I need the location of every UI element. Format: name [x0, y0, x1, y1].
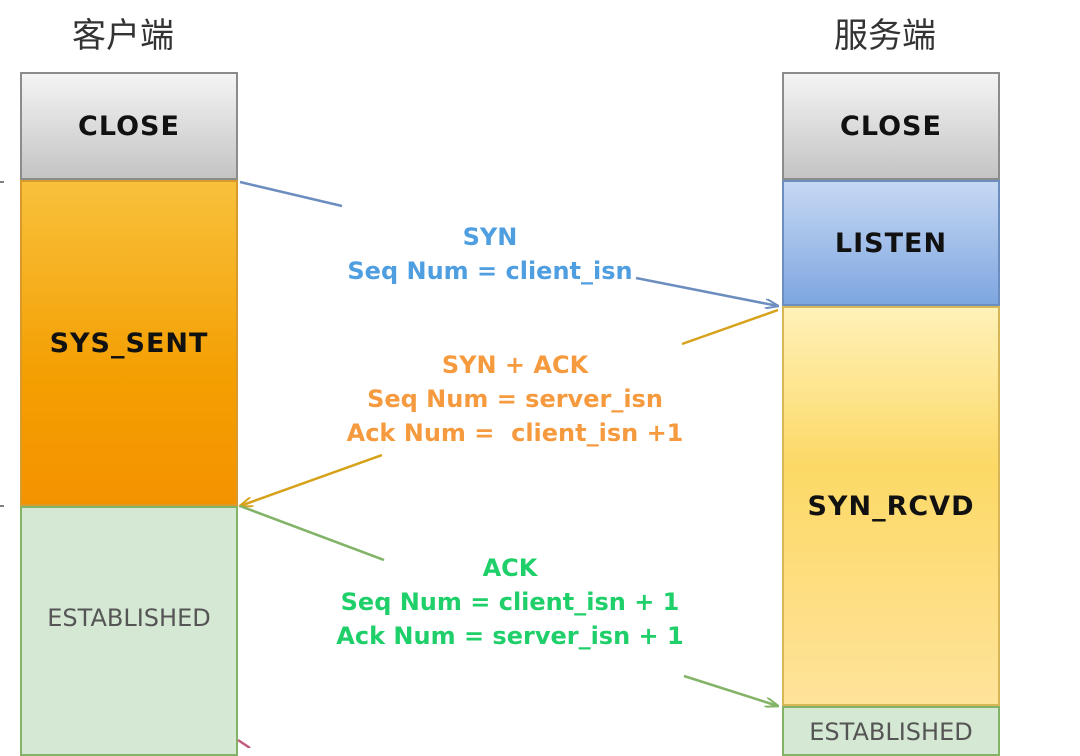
server-state-listen-label: LISTEN [834, 227, 948, 259]
syn-message-line2: Seq Num = client_isn [347, 257, 633, 285]
synack-arrow-head [240, 453, 383, 506]
ack-message-line3: Ack Num = server_isn + 1 [336, 622, 684, 650]
server-state-close: CLOSE [782, 72, 1000, 180]
server-state-listen: LISTEN [782, 180, 1000, 306]
synack-arrow-tail [681, 308, 779, 346]
bottom-arrow-fragment [237, 738, 251, 748]
client-column-title: 客户端 [72, 16, 174, 56]
ack-message: ACK Seq Num = client_isn + 1 Ack Num = s… [310, 551, 710, 653]
syn-arrow-head [635, 276, 778, 306]
client-state-established-label: ESTABLISHED [47, 604, 211, 632]
synack-message-line3: Ack Num = client_isn +1 [346, 419, 684, 447]
server-state-close-label: CLOSE [840, 110, 942, 142]
syn-message-line1: SYN [462, 223, 518, 251]
client-state-close-label: CLOSE [78, 110, 180, 142]
server-state-syn-rcvd: SYN_RCVD [782, 306, 1000, 706]
ack-message-line1: ACK [482, 554, 538, 582]
client-state-sys-sent: SYS_SENT [20, 180, 238, 506]
ack-arrow-tail [239, 504, 385, 562]
client-state-sys-sent-label: SYS_SENT [49, 327, 209, 359]
synack-message: SYN + ACK Seq Num = server_isn Ack Num =… [320, 348, 710, 450]
syn-arrow-tail [239, 180, 343, 208]
server-column-title: 服务端 [834, 16, 936, 56]
client-state-close: CLOSE [20, 72, 238, 180]
ack-message-line2: Seq Num = client_isn + 1 [340, 588, 680, 616]
synack-message-line2: Seq Num = server_isn [367, 385, 663, 413]
server-state-syn-rcvd-label: SYN_RCVD [807, 490, 975, 522]
syn-message: SYN Seq Num = client_isn [330, 220, 650, 288]
server-state-established-label: ESTABLISHED [809, 718, 973, 746]
synack-message-line1: SYN + ACK [441, 351, 589, 379]
ack-arrow-head [683, 674, 778, 706]
